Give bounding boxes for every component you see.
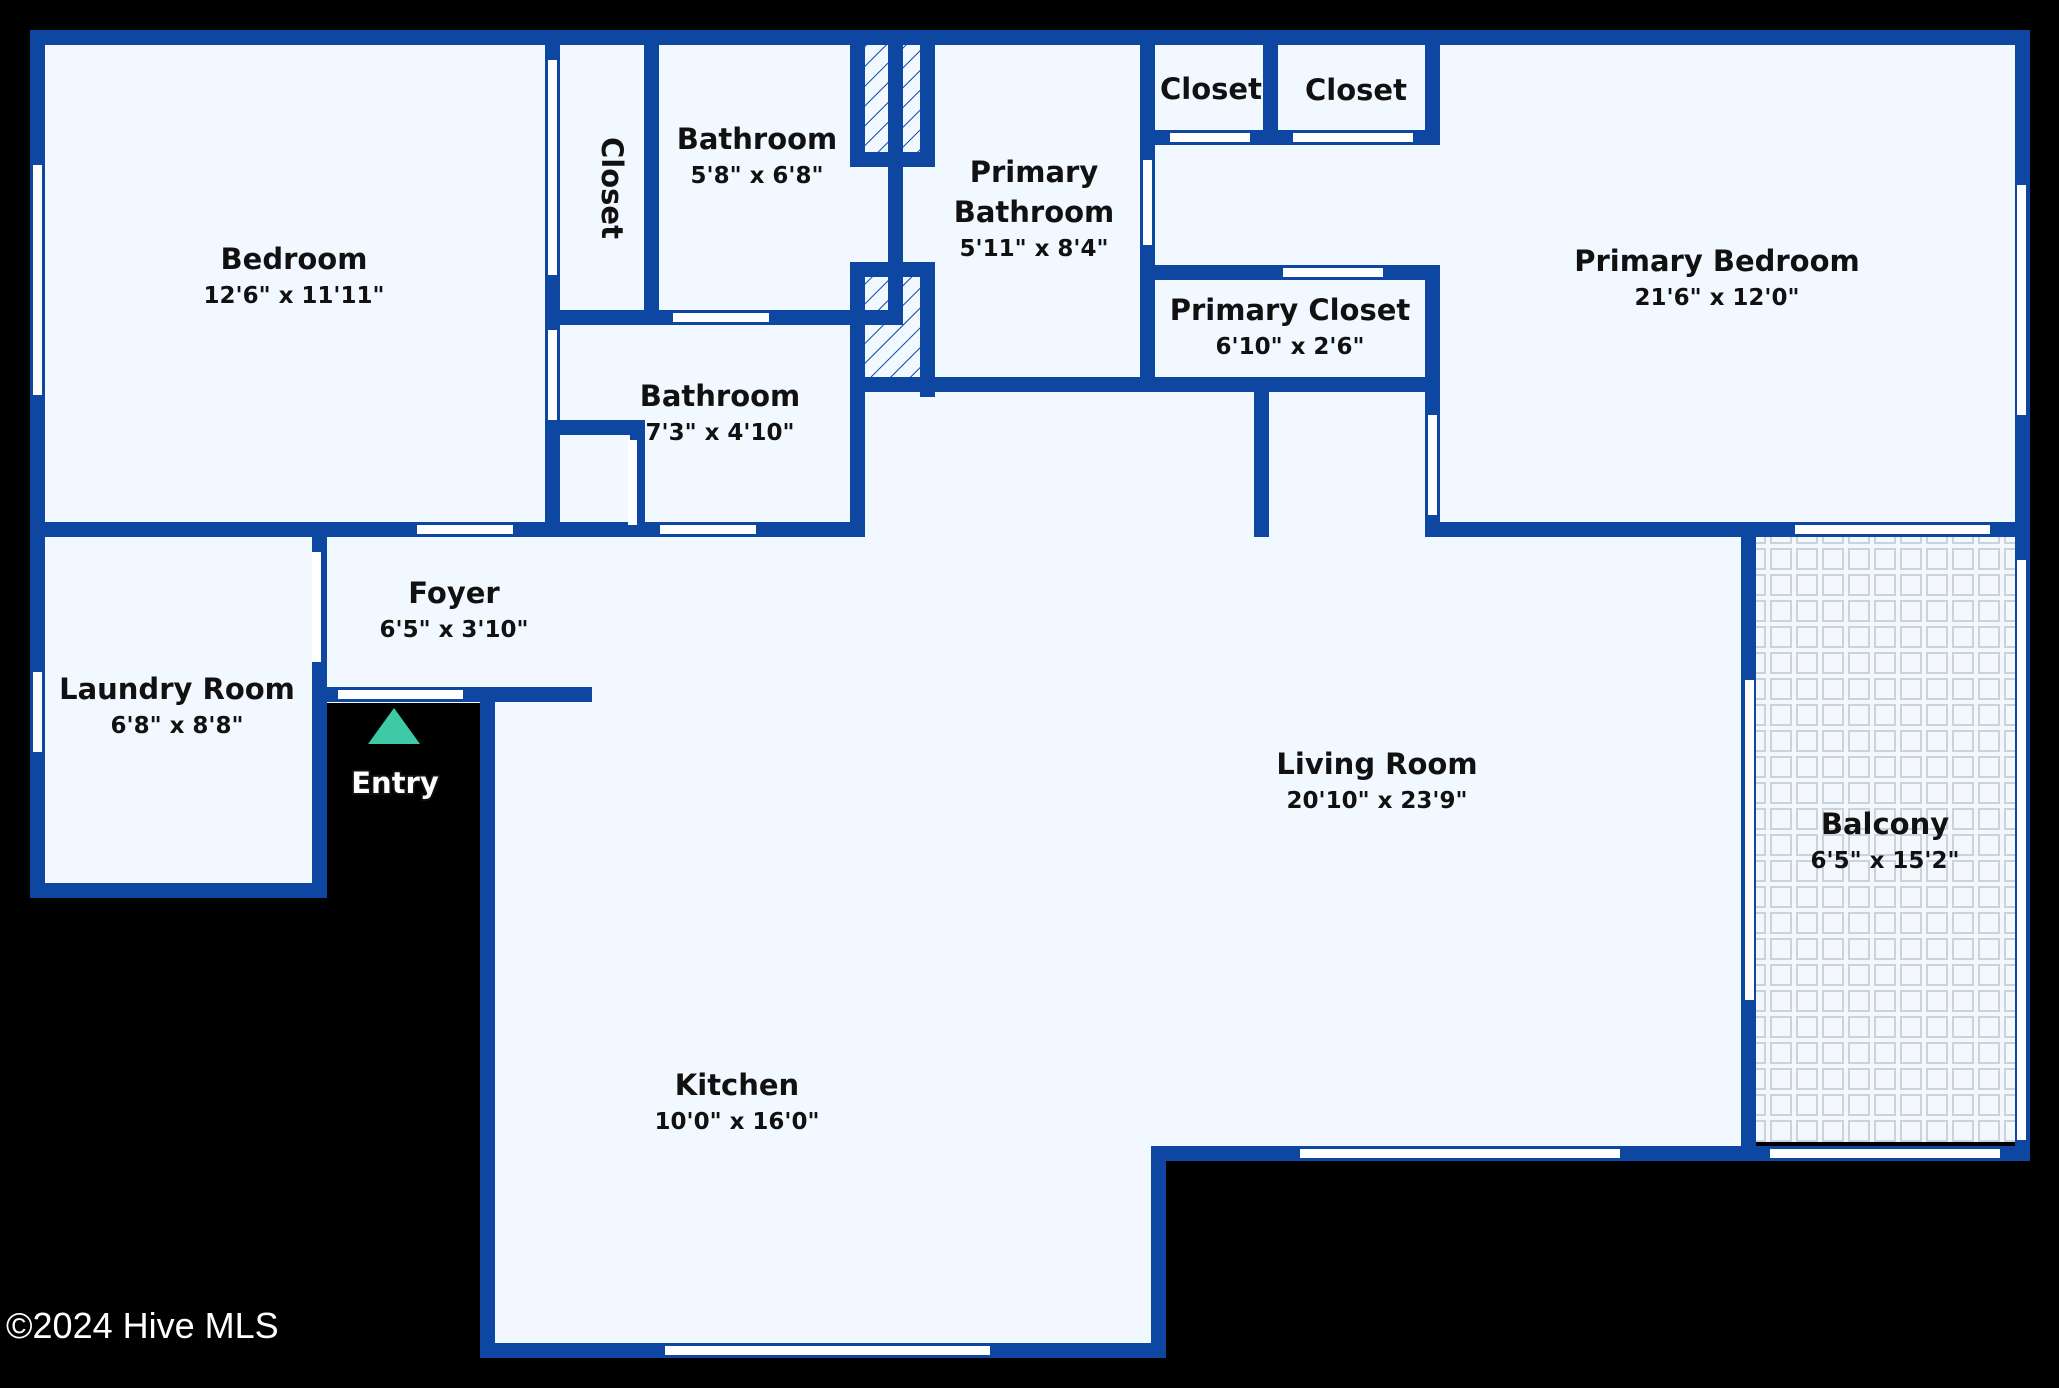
laundry-dims: 6'8" x 8'8" (111, 713, 244, 739)
bathroom-mid-dims: 7'3" x 4'10" (646, 420, 795, 446)
floors (31, 31, 2022, 1346)
primary-bathroom-name-1: Primary (970, 155, 1099, 189)
copyright-text: ©2024 Hive MLS (6, 1305, 279, 1346)
bathroom-top-name: Bathroom (677, 122, 838, 156)
balcony-name: Balcony (1821, 807, 1949, 841)
room-labels: Bedroom 12'6" x 11'11" Closet Bathroom 5… (59, 72, 1959, 1135)
primary-bedroom-name: Primary Bedroom (1574, 244, 1859, 278)
primary-closet-dims: 6'10" x 2'6" (1216, 334, 1365, 360)
foyer-name: Foyer (408, 576, 500, 610)
entry-arrow-icon (368, 708, 420, 744)
bedroom-dims: 12'6" x 11'11" (204, 283, 385, 309)
balcony-dims: 6'5" x 15'2" (1811, 848, 1960, 874)
kitchen-name: Kitchen (675, 1068, 799, 1102)
living-dims: 20'10" x 23'9" (1287, 788, 1468, 814)
foyer-dims: 6'5" x 3'10" (380, 617, 529, 643)
bathroom-mid-name: Bathroom (640, 379, 801, 413)
primary-bedroom-dims: 21'6" x 12'0" (1635, 285, 1800, 311)
living-name: Living Room (1276, 747, 1477, 781)
primary-bathroom-name-2: Bathroom (954, 195, 1115, 229)
laundry-name: Laundry Room (59, 672, 295, 706)
bathroom-top-dims: 5'8" x 6'8" (691, 163, 824, 189)
openings (33, 60, 2026, 1355)
kitchen-dims: 10'0" x 16'0" (655, 1109, 820, 1135)
closet-2-name: Closet (1305, 73, 1407, 107)
closet-1-name: Closet (1160, 72, 1262, 106)
primary-closet-name: Primary Closet (1170, 293, 1411, 327)
entry-label: Entry (351, 766, 439, 800)
primary-bathroom-dims: 5'11" x 8'4" (960, 236, 1109, 262)
bedroom-name: Bedroom (221, 242, 368, 276)
closet-vertical-name: Closet (595, 137, 629, 239)
balcony-floor (1754, 536, 2016, 1142)
